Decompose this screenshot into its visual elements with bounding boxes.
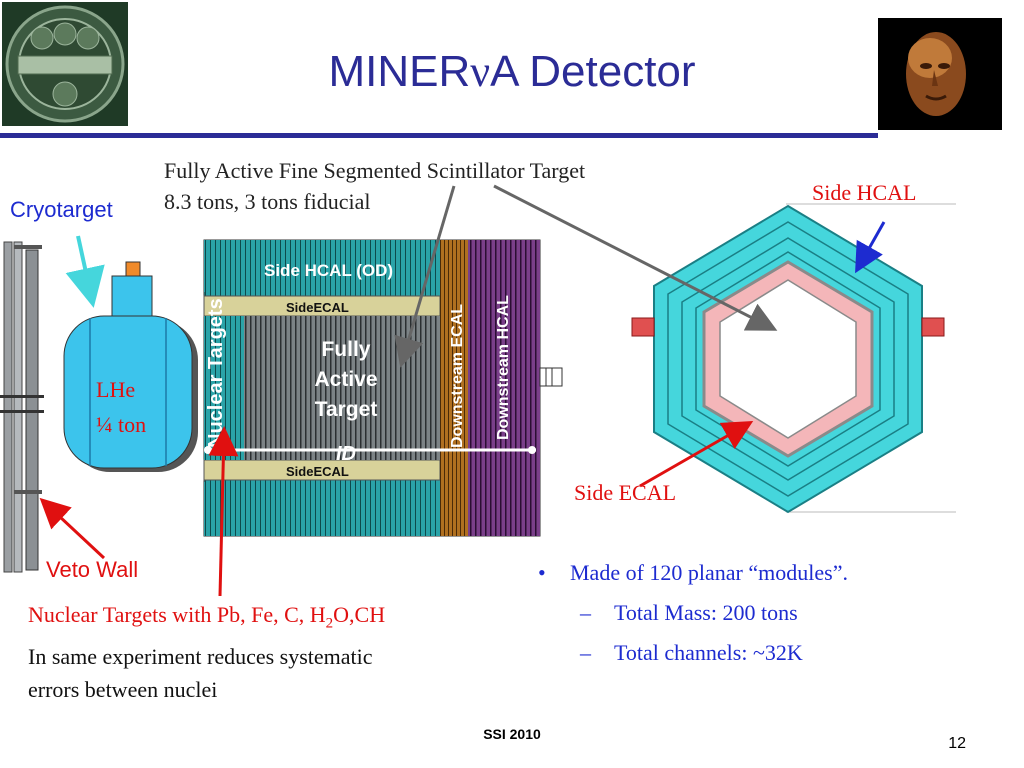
footer-text: SSI 2010 xyxy=(483,726,541,742)
bullet-sub-text: Total channels: ~32K xyxy=(614,640,803,665)
detector-cross-section: Side HCAL (OD) SideECAL SideECAL ID Full… xyxy=(203,239,563,537)
bullet-sub-item: –Total channels: ~32K xyxy=(538,633,998,673)
bullet-main-text: Made of 120 planar “modules”. xyxy=(570,560,848,585)
downstream-hcal-label: Downstream HCAL xyxy=(495,295,512,440)
hexagon-cross-section xyxy=(631,203,956,514)
fully-active-label-line3: Target xyxy=(315,398,378,421)
side-ecal-bottom-label: SideECAL xyxy=(286,464,349,479)
nuclear-targets-suffix: O,CH xyxy=(333,602,386,627)
side-hcal-arrow xyxy=(855,221,886,274)
side-ecal-top-label: SideECAL xyxy=(286,300,349,315)
downstream-ecal-label: Downstream ECAL xyxy=(449,304,466,448)
side-ecal-arrow xyxy=(639,421,754,488)
title-nu: ν xyxy=(470,47,491,96)
side-ecal-label: Side ECAL xyxy=(574,480,677,505)
cryotarget-arrow xyxy=(65,235,105,308)
fully-active-label-line1: Fully xyxy=(321,338,370,361)
nuclear-targets-line2: In same experiment reduces systematic xyxy=(28,644,373,670)
lhe-label-line1: LHe xyxy=(96,377,135,402)
cryotarget: LHe ¼ ton xyxy=(63,261,198,472)
page-number: 12 xyxy=(948,735,966,752)
nuclear-targets-prefix: Nuclear Targets with Pb, Fe, C, H xyxy=(28,602,326,627)
nuclear-targets-caption: Nuclear Targets with Pb, Fe, C, H2O,CH I… xyxy=(28,598,508,706)
target-caption: Fully Active Fine Segmented Scintillator… xyxy=(164,155,585,217)
veto-wall-arrow xyxy=(39,497,106,560)
target-arrow-right xyxy=(493,184,778,331)
lhe-label-line2: ¼ ton xyxy=(96,412,146,437)
bullet-main: • Made of 120 planar “modules”. xyxy=(538,553,998,593)
meliora-seal-logo xyxy=(2,2,128,126)
nuclear-targets-subscript: 2 xyxy=(325,615,334,632)
title-suffix: A Detector xyxy=(490,47,696,96)
bullet-dot-icon: • xyxy=(538,560,546,585)
dash-icon: – xyxy=(580,640,591,665)
cryotarget-label: Cryotarget xyxy=(10,197,113,222)
target-caption-line1: Fully Active Fine Segmented Scintillator… xyxy=(164,158,586,183)
target-arrow-left xyxy=(394,185,456,368)
side-hcal-od-label: Side HCAL (OD) xyxy=(264,261,393,280)
veto-wall xyxy=(0,241,44,573)
nuclear-targets-line1: Nuclear Targets with Pb, Fe, C, H2O,CH xyxy=(28,598,508,640)
dash-icon: – xyxy=(580,600,591,625)
title-divider xyxy=(0,133,878,138)
id-label: ID xyxy=(336,443,356,465)
nuclear-targets-line3: errors between nuclei xyxy=(28,677,218,703)
bullet-list: • Made of 120 planar “modules”. –Total Ma… xyxy=(538,553,998,673)
target-caption-line2: 8.3 tons, 3 tons fiducial xyxy=(164,189,371,214)
sculpture-head-logo xyxy=(878,18,1002,130)
bullet-sub-text: Total Mass: 200 tons xyxy=(614,600,798,625)
side-hcal-label: Side HCAL xyxy=(812,180,917,205)
veto-wall-label: Veto Wall xyxy=(46,557,139,582)
title-prefix: MINER xyxy=(328,47,471,96)
fully-active-label-line2: Active xyxy=(314,368,377,391)
nuclear-targets-arrow xyxy=(208,426,239,597)
bullet-sub-item: –Total Mass: 200 tons xyxy=(538,593,998,633)
slide-title: MINERνA Detector xyxy=(0,46,1024,97)
nuclear-targets-vertical-label: Nuclear Targets xyxy=(205,298,227,448)
